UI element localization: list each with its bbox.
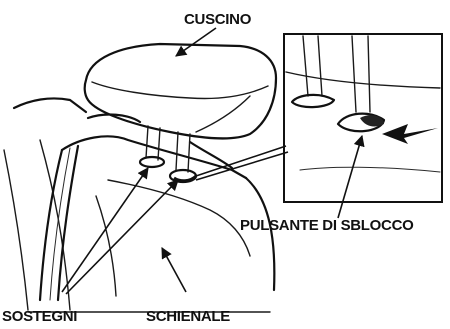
supports-label: SOSTEGNI bbox=[2, 308, 77, 325]
headrest-cushion-drawing bbox=[85, 44, 276, 138]
cushion-label: CUSCINO bbox=[184, 11, 252, 28]
backrest-label: SCHIENALE bbox=[146, 308, 230, 325]
seat-backrest-drawing bbox=[4, 98, 274, 312]
release-button-inset bbox=[284, 34, 442, 202]
release-button-label: PULSANTE DI SBLOCCO bbox=[240, 217, 414, 234]
